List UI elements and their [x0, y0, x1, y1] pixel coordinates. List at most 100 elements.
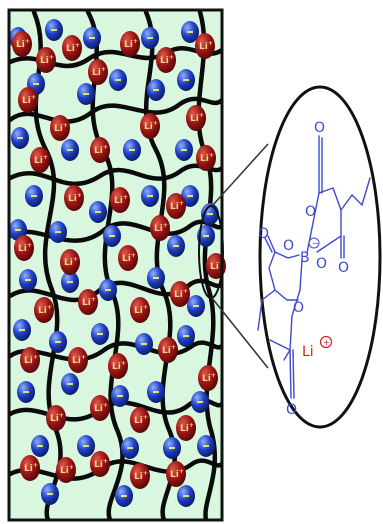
lithium-cation-sphere-icon: Li+ — [36, 47, 56, 73]
borate-anion-sphere-icon — [17, 381, 35, 403]
lithium-charge-ring — [319, 335, 333, 349]
borate-anion-sphere-icon — [77, 83, 95, 105]
lithium-cation-sphere-icon: Li+ — [118, 245, 138, 271]
atom-oxygen: O — [305, 204, 316, 220]
lithium-cation-sphere-icon: Li+ — [90, 395, 110, 421]
atom-oxygen: O — [286, 402, 297, 418]
atom-oxygen: O — [258, 226, 269, 242]
borate-molecule — [257, 135, 371, 399]
borate-anion-sphere-icon — [49, 331, 67, 353]
borate-anion-sphere-icon — [197, 225, 215, 247]
borate-anion-sphere-icon — [83, 27, 101, 49]
atom-oxygen: O — [314, 120, 325, 136]
lithium-cation-sphere-icon: Li+ — [198, 365, 218, 391]
borate-anion-sphere-icon — [11, 127, 29, 149]
lithium-cation-sphere-icon: Li+ — [68, 347, 88, 373]
lithium-cation-sphere-icon: Li+ — [108, 353, 128, 379]
lithium-cation-sphere-icon: Li+ — [20, 455, 40, 481]
atom-oxygen: O — [338, 260, 349, 276]
lithium-cation-sphere-icon: Li+ — [50, 115, 70, 141]
borate-anion-sphere-icon — [181, 185, 199, 207]
borate-anion-sphere-icon — [31, 435, 49, 457]
borate-anion-sphere-icon — [49, 221, 67, 243]
boron-charge-ring — [308, 237, 320, 249]
borate-anion-sphere-icon — [121, 437, 139, 459]
borate-anion-sphere-icon — [177, 325, 195, 347]
boron-negative-charge: − — [312, 239, 319, 248]
lithium-cation-sphere-icon: Li+ — [166, 461, 186, 487]
borate-anion-sphere-icon — [99, 279, 117, 301]
borate-anion-sphere-icon — [61, 139, 79, 161]
borate-anion-sphere-icon — [135, 333, 153, 355]
lithium-cation-sphere-icon: Li+ — [130, 463, 150, 489]
lithium-positive-charge: + — [323, 338, 330, 347]
borate-anion-sphere-icon — [115, 485, 133, 507]
lithium-cation-sphere-icon: Li+ — [88, 59, 108, 85]
lithium-cation-sphere-icon: Li+ — [110, 187, 130, 213]
lithium-cation-sphere-icon: Li+ — [130, 297, 150, 323]
lithium-label: Li — [302, 344, 314, 360]
zoom-line-top — [211, 143, 269, 207]
lithium-cation-sphere-icon: Li+ — [64, 185, 84, 211]
borate-anion-sphere-icon — [77, 435, 95, 457]
lithium-cation-sphere-icon: Li+ — [78, 289, 98, 315]
lithium-cation-sphere-icon: Li+ — [20, 347, 40, 373]
borate-anion-sphere-icon — [109, 69, 127, 91]
borate-anion-sphere-icon — [123, 139, 141, 161]
lithium-cation-sphere-icon: Li+ — [120, 31, 140, 57]
borate-anion-sphere-icon — [41, 483, 59, 505]
polymer-chain — [9, 340, 222, 362]
lithium-cation-sphere-icon: Li+ — [60, 249, 80, 275]
lithium-cation-sphere-icon: Li+ — [158, 337, 178, 363]
borate-anion-sphere-icon — [61, 373, 79, 395]
lithium-cation-sphere-icon: Li+ — [46, 405, 66, 431]
borate-anion-sphere-icon — [177, 69, 195, 91]
lithium-cation-sphere-icon: Li+ — [156, 47, 176, 73]
borate-anion-sphere-icon — [89, 201, 107, 223]
lithium-cation-sphere-icon: Li+ — [56, 457, 76, 483]
borate-anion-sphere-icon — [111, 385, 129, 407]
borate-anion-sphere-icon — [187, 295, 205, 317]
lithium-cation-sphere-icon: Li+ — [30, 147, 50, 173]
zoom-line-bottom — [211, 297, 269, 369]
lithium-cation-sphere-icon: Li+ — [90, 451, 110, 477]
anion-layer — [9, 19, 219, 507]
atom-oxygen: O — [293, 300, 304, 316]
lithium-cation-sphere-icon: Li+ — [186, 105, 206, 131]
lithium-cation-sphere-icon: Li+ — [12, 31, 32, 57]
lithium-cation-sphere-icon: Li+ — [34, 297, 54, 323]
borate-anion-sphere-icon — [191, 391, 209, 413]
borate-anion-sphere-icon — [141, 185, 159, 207]
lithium-cation-sphere-icon: Li+ — [62, 35, 82, 61]
borate-anion-sphere-icon — [103, 225, 121, 247]
atom-oxygen: O — [316, 256, 327, 272]
lithium-cation-sphere-icon: Li+ — [170, 281, 190, 307]
lithium-cation-sphere-icon: Li+ — [150, 215, 170, 241]
lithium-cation-sphere-icon: Li+ — [14, 235, 34, 261]
lithium-cation-sphere-icon: Li+ — [166, 193, 186, 219]
zoom-source-marker — [198, 205, 224, 299]
borate-anion-sphere-icon — [181, 21, 199, 43]
lithium-cation-sphere-icon: Li+ — [18, 87, 38, 113]
borate-anion-sphere-icon — [197, 435, 215, 457]
borate-anion-sphere-icon — [141, 27, 159, 49]
borate-anion-sphere-icon — [91, 323, 109, 345]
molecule-atom-labels: O O O O B − O O O O — [258, 120, 349, 418]
borate-anion-sphere-icon — [147, 381, 165, 403]
lithium-cation-sphere-icon: Li+ — [195, 33, 215, 59]
borate-anion-sphere-icon — [19, 269, 37, 291]
borate-anion-sphere-icon — [45, 19, 63, 41]
borate-anion-sphere-icon — [147, 79, 165, 101]
lithium-cation-sphere-icon: Li+ — [196, 145, 216, 171]
borate-anion-sphere-icon — [175, 139, 193, 161]
lithium-cation-sphere-icon: Li+ — [90, 137, 110, 163]
polymer-chain — [9, 458, 222, 481]
lithium-cation-sphere-icon: Li+ — [176, 415, 196, 441]
borate-anion-sphere-icon — [163, 437, 181, 459]
borate-anion-sphere-icon — [147, 267, 165, 289]
borate-anion-sphere-icon — [13, 319, 31, 341]
borate-anion-sphere-icon — [167, 235, 185, 257]
cation-layer: Li+ Li+ Li+ Li+ Li+ Li+ Li+ Li+ Li+ Li+ Li+ Li+ Li+ L… — [12, 31, 226, 489]
lithium-cation-sphere-icon: Li+ — [140, 113, 160, 139]
